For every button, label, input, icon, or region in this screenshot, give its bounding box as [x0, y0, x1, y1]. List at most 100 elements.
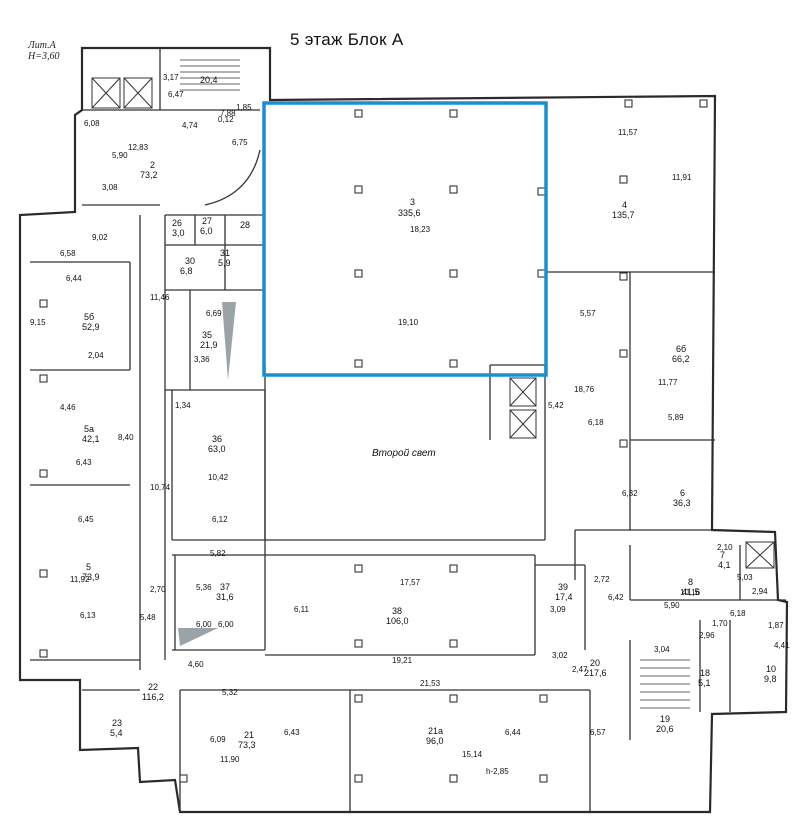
dim: 6,69 [206, 309, 222, 318]
room-36-number: 36 [212, 434, 222, 444]
dim: 1,34 [175, 401, 191, 410]
dim: 19,21 [392, 656, 413, 665]
room-23-area: 5,4 [110, 728, 123, 738]
room-5a-area: 42,1 [82, 434, 100, 444]
dim: 1,70 [712, 619, 728, 628]
dim: 9,02 [92, 233, 108, 242]
room-22-number: 22 [148, 682, 158, 692]
room-27-number: 27 [202, 216, 212, 226]
dim: 6,42 [608, 593, 624, 602]
dim: 1,85 [236, 103, 252, 112]
dim: 6,43 [76, 458, 92, 467]
outer-walls [18, 46, 789, 814]
lift-shafts [91, 77, 775, 569]
dim: 19,10 [398, 318, 419, 327]
room-27-area: 6,0 [200, 226, 213, 236]
room-37-area: 31,6 [216, 592, 234, 602]
dim: 3,04 [654, 645, 670, 654]
dim: 11,57 [618, 128, 638, 137]
dim: 6,08 [84, 119, 100, 128]
stair-flights [180, 59, 690, 709]
dim: 5,36 [196, 583, 212, 592]
stair-landing-label: 20,4 [200, 75, 218, 85]
dim: 6,18 [588, 418, 604, 427]
room-3-area: 335,6 [398, 208, 421, 218]
lift-shaft-2 [123, 77, 153, 109]
dim: 15,14 [462, 750, 483, 759]
dim: 6,44 [505, 728, 521, 737]
room-22-area: 116,2 [142, 692, 164, 702]
dim: 2,96 [699, 631, 715, 640]
room-21-area: 73,3 [238, 740, 256, 750]
dim: 17,57 [400, 578, 421, 587]
dim: 2,94 [752, 587, 768, 596]
room-6b-area: 66,2 [672, 354, 690, 364]
room-39-area: 17,4 [555, 592, 573, 602]
dim: 5,32 [222, 688, 238, 697]
dim: 5,42 [548, 401, 564, 410]
dim: 6,11 [294, 605, 310, 614]
dim: 5,57 [580, 309, 596, 318]
dim: 21,53 [420, 679, 441, 688]
room-3-number: 3 [410, 197, 415, 207]
dim: 6,47 [168, 90, 184, 99]
room-38-number: 38 [392, 606, 402, 616]
dim: 11,90 [220, 755, 240, 764]
dim: 5,48 [140, 613, 156, 622]
dim: 11,91 [672, 173, 692, 182]
dim: 6,45 [78, 515, 94, 524]
room-8-number: 8 [688, 577, 693, 587]
room-6b-number: 6б [676, 344, 686, 354]
highlighted-room-3[interactable] [262, 101, 548, 377]
room-10-number: 10 [766, 664, 776, 674]
interior-walls [30, 48, 786, 812]
dim: 6,00 [218, 620, 234, 629]
dim: 18,23 [410, 225, 431, 234]
dim: 6,57 [590, 728, 606, 737]
dim: 2,72 [594, 575, 610, 584]
floor-height: H=3,60 [28, 51, 60, 62]
room-18-number: 18 [700, 668, 710, 678]
lift-shaft-4 [509, 409, 537, 439]
room-2-number: 2 [150, 160, 155, 170]
dim: 3,09 [550, 605, 566, 614]
dim: 4,74 [182, 121, 198, 130]
dim: 4,46 [60, 403, 76, 412]
dim: 11,77 [658, 378, 678, 387]
dim: 2,70 [150, 585, 166, 594]
dim: 6,43 [284, 728, 300, 737]
room-6-number: 6 [680, 488, 685, 498]
dim: 6,44 [66, 274, 82, 283]
dim: 5,03 [737, 573, 753, 582]
dim: 12,83 [128, 143, 149, 152]
dim: 5,89 [668, 413, 684, 422]
dim: 11,46 [150, 293, 170, 302]
room-28-number: 28 [240, 220, 250, 230]
dim: 6,32 [622, 489, 638, 498]
dimension-labels: 6,47 3,17 6,08 4,74 12,83 5,90 3,08 7,88… [30, 73, 790, 776]
dim: 3,36 [194, 355, 210, 364]
dim: 6,09 [210, 735, 226, 744]
room-6-area: 36,3 [673, 498, 691, 508]
dim: 3,17 [163, 73, 179, 82]
dim: 1,87 [768, 621, 784, 630]
room-21-number: 21 [244, 730, 254, 740]
dim: 6,18 [730, 609, 746, 618]
dim: 7,88 [220, 109, 236, 118]
room-20-number: 20 [590, 658, 600, 668]
room-26-area: 3,0 [172, 228, 185, 238]
room-4-number: 4 [622, 200, 627, 210]
room-30-area: 6,8 [180, 266, 193, 276]
dim: 2,10 [717, 543, 733, 552]
room-5b-number: 5б [84, 312, 94, 322]
room-37-number: 37 [220, 582, 230, 592]
room-labels: 2 73,2 3 335,6 4 135,7 5б 52,9 5а 42,1 5… [82, 160, 777, 750]
room-7-number: 7 [720, 550, 725, 560]
dim: 10,74 [150, 483, 171, 492]
dim: 6,12 [212, 515, 228, 524]
room-31-area: 5,9 [218, 258, 231, 268]
room-21a-number: 21а [428, 726, 443, 736]
room-5a-number: 5а [84, 424, 94, 434]
second-light-label: Второй свет [372, 448, 436, 459]
room-19-area: 20,6 [656, 724, 674, 734]
